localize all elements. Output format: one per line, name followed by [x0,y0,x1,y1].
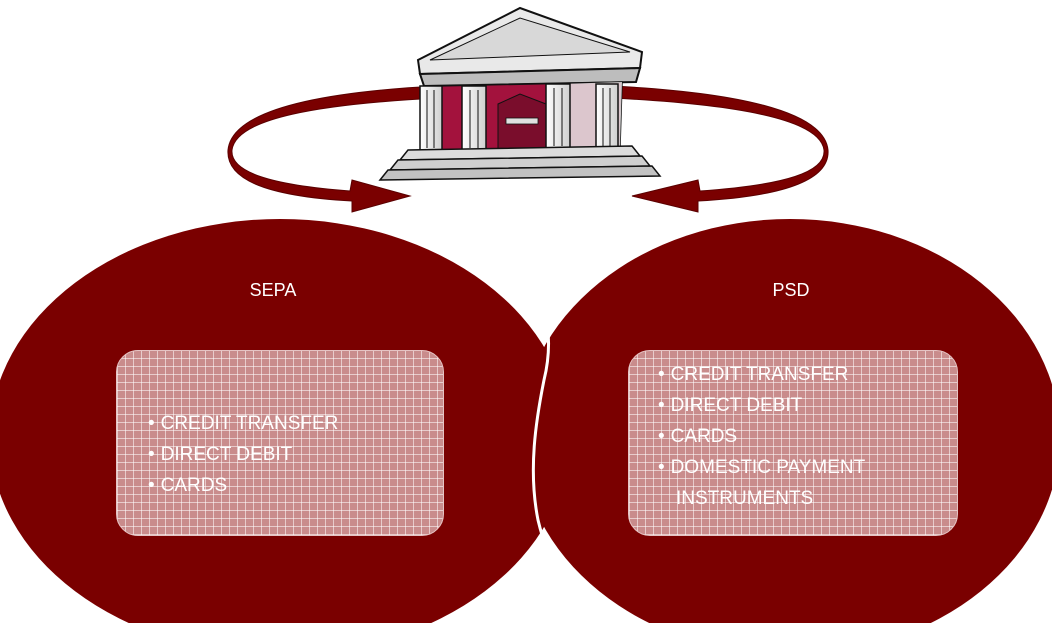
sepa-list-item: •DIRECT DEBIT [148,439,338,470]
sepa-panel [116,350,444,536]
psd-list: •CREDIT TRANSFER•DIRECT DEBIT•CARDS•DOME… [658,359,865,514]
psd-list-item: •CARDS [658,421,865,452]
sepa-item-label: DIRECT DEBIT [160,444,293,465]
bullet-icon: • [658,395,665,416]
psd-panel [628,350,958,536]
psd-title: PSD [772,280,810,300]
sepa-list-item: •CARDS [148,470,338,501]
sepa-list: •CREDIT TRANSFER•DIRECT DEBIT•CARDS [148,408,338,501]
bullet-icon: • [658,457,665,478]
left-curved-arrow [227,85,439,213]
ellipse-divider [522,257,592,624]
psd-item-label: CREDIT TRANSFER [670,364,849,385]
psd-item-continuation: INSTRUMENTS [676,488,814,509]
psd-list-item: •DIRECT DEBIT [658,390,865,421]
psd-item-label: CARDS [670,426,738,447]
bank-building-icon [378,6,662,181]
psd-item-label: DOMESTIC PAYMENT [670,457,866,478]
psd-list-item: •CREDIT TRANSFER [658,359,865,390]
bullet-icon: • [148,413,155,434]
sepa-list-item: •CREDIT TRANSFER [148,408,338,439]
bullet-icon: • [658,426,665,447]
right-curved-arrow [611,85,829,213]
sepa-item-label: CARDS [160,475,228,496]
bullet-icon: • [148,475,155,496]
bullet-icon: • [148,444,155,465]
sepa-item-label: CREDIT TRANSFER [160,413,339,434]
psd-list-item: •DOMESTIC PAYMENT [658,452,865,483]
sepa-title: SEPA [249,280,297,300]
psd-item-label: DIRECT DEBIT [670,395,803,416]
bullet-icon: • [658,364,665,385]
